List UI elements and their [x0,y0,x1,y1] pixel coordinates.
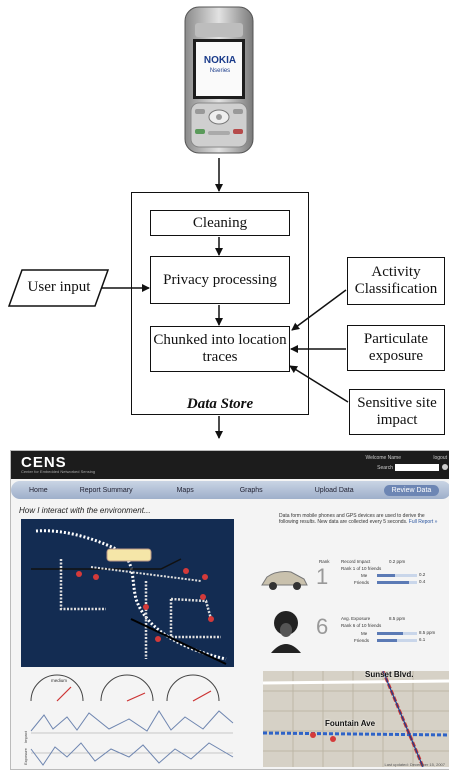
avg-exposure-value: 8.5 ppm [389,616,406,621]
avg-exposure-friends-bar [377,639,397,642]
main-nav: Home Report Summary Maps Graphs Upload D… [11,481,449,499]
sensitive-site-impact-box: Sensitive site impact [349,389,445,435]
gas-mask-avatar [269,609,303,658]
car-image [259,567,309,596]
record-impact-friends-value: 0.4 [419,579,426,584]
particulate-exposure-label: Particulate exposure [363,331,429,364]
web-dashboard-screenshot: CENS Center for Embedded Networked Sensi… [10,450,449,770]
sensitive-site-impact-label: Sensitive site impact [357,395,437,428]
avg-exposure-me-bar [377,632,403,635]
activity-classification-label: Activity Classification [354,264,438,297]
welcome-text: Welcome Name [365,455,401,461]
nav-maps[interactable]: Maps [176,486,194,494]
user-input-shape [7,269,110,307]
impact-axis-label: Impact [23,730,28,743]
cens-logo: CENS [21,454,67,471]
privacy-processing-label: Privacy processing [163,271,277,288]
gauges-and-charts [30,674,234,766]
page-heading: How I interact with the environment... [19,506,151,515]
particulate-exposure-box: Particulate exposure [347,325,445,371]
record-impact-me-value: 0.2 [419,572,426,577]
data-store-container [131,192,309,415]
nav-upload-data[interactable]: Upload Data [314,486,354,494]
avg-exposure-me-label: Me [361,631,368,636]
gauge-label: medium [51,678,68,683]
record-impact-rank-text: Rank 1 of 10 friends [341,566,382,571]
rank-label: Rank [319,559,330,564]
exposure-axis-label: Exposure [23,748,28,765]
dashboard-header: CENS Center for Embedded Networked Sensi… [11,451,449,479]
search-input[interactable] [395,464,439,471]
street-label-sunset: Sunset Blvd. [365,671,414,679]
nav-home[interactable]: Home [29,486,48,494]
logout-link[interactable]: logout [433,455,447,461]
full-report-link[interactable]: Full Report » [408,519,438,525]
avg-exposure-me-value: 8.5 ppm [419,630,436,635]
search-label: Search [377,465,393,471]
chunked-location-traces-box: Chunked into location traces [150,326,290,372]
record-impact-me-bar [377,574,395,577]
record-impact-friends-label: Friends [354,580,370,585]
record-impact-friends-bar [377,581,409,584]
description-body: Data form mobile phones and GPS devices … [279,513,425,525]
nav-graphs[interactable]: Graphs [239,486,263,494]
data-store-label: Data Store [186,396,254,412]
activity-classification-box: Activity Classification [347,257,445,305]
record-impact-rank: 1 [316,564,329,589]
nav-report-summary[interactable]: Report Summary [79,486,133,494]
avg-exposure-friends-label: Friends [354,638,370,643]
description-text: Data form mobile phones and GPS devices … [279,513,439,525]
nav-review-data[interactable]: Review Data [383,484,440,496]
avg-exposure-rank-text: Rank 6 of 10 friends [341,623,382,628]
avg-exposure-friends-value: 6.1 [419,637,426,642]
street-label-fountain: Fountain Ave [325,719,376,728]
phone-illustration: NOKIA Nseries [181,5,257,157]
record-impact-value: 0.2 ppm [389,559,406,564]
phone-brand: NOKIA [203,55,237,66]
avg-exposure-rank: 6 [316,614,329,639]
street-map[interactable]: Sunset Blvd. Fountain Ave [263,671,449,767]
cleaning-box: Cleaning [150,210,290,236]
last-updated: Last updated: December 15, 2007 [384,762,446,767]
record-impact-title: Record Impact [341,559,371,564]
search-icon[interactable] [442,464,448,470]
cleaning-label: Cleaning [192,214,248,231]
chunked-location-traces-label: Chunked into location traces [153,332,287,365]
privacy-processing-box: Privacy processing [150,256,290,304]
record-impact-me-label: Me [361,573,368,578]
user-input-label: User input [27,279,91,295]
logo-tagline: Center for Embedded Networked Sensing [21,469,96,474]
avg-exposure-title: Avg. Exposure [341,616,371,621]
phone-series: Nseries [209,68,231,74]
route-map[interactable] [21,519,234,667]
flow-arrows [7,158,349,439]
